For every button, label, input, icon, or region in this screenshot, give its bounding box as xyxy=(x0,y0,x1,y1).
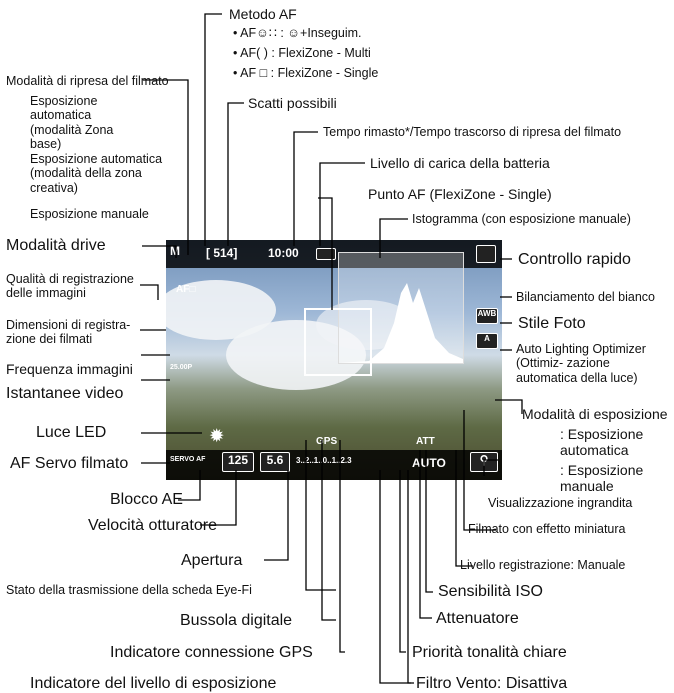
picture-style-icon: A xyxy=(476,333,498,349)
label-video-snapshot: Istantanee video xyxy=(6,385,124,402)
label-af-option-2: • AF( ) : FlexiZone - Multi xyxy=(233,46,371,60)
label-af-option-3: • AF □ : FlexiZone - Single xyxy=(233,66,379,80)
label-iso: Sensibilità ISO xyxy=(438,583,543,600)
movie-mode-icon: M xyxy=(170,244,180,258)
label-compass: Bussola digitale xyxy=(180,612,293,629)
exposure-scale: 3..2..1..0..1..2.3 xyxy=(296,456,352,465)
shutter-speed: 125 xyxy=(222,452,254,472)
white-balance-icon: AWB xyxy=(476,308,498,324)
label-movie-mode: Modalità di ripresa del filmato xyxy=(6,74,169,88)
label-exposure-indicator: Indicatore del livello di esposizione xyxy=(30,675,277,692)
shots-remaining: [ 514] xyxy=(206,246,238,260)
label-histogram: Istogramma (con esposizione manuale) xyxy=(412,212,631,226)
label-dimensions: Dimensioni di registra- zione dei filmat… xyxy=(6,318,131,347)
af-point-box xyxy=(304,308,372,376)
label-mode-b: Esposizione automatica (modalità della z… xyxy=(30,152,163,195)
label-aperture: Apertura xyxy=(181,552,243,569)
label-exposure-auto: : Esposizione automatica xyxy=(560,426,644,459)
label-drive: Modalità drive xyxy=(6,237,106,254)
label-miniature: Filmato con effetto miniatura xyxy=(468,522,626,536)
label-battery: Livello di carica della batteria xyxy=(370,155,550,171)
label-ae-lock: Blocco AE xyxy=(110,491,183,508)
gps-icon: GPS xyxy=(316,436,338,447)
led-icon: ✹ xyxy=(210,428,224,445)
attenuator-icon: ATT xyxy=(416,436,435,447)
label-attenuator: Attenuatore xyxy=(436,610,519,627)
label-time: Tempo rimasto*/Tempo trascorso di ripres… xyxy=(323,125,622,139)
label-highlight-priority: Priorità tonalità chiare xyxy=(412,644,567,661)
live-view-screen: M [ 514] 10:00 AF□ AWB A 25.00P ✹ GPS AT… xyxy=(166,240,502,480)
aperture-value: 5.6 xyxy=(260,452,290,472)
label-quality: Qualità di registrazione delle immagini xyxy=(6,272,134,301)
histogram xyxy=(338,252,464,364)
label-picture-style: Stile Foto xyxy=(518,315,586,332)
servo-af-icon: SERVO AF xyxy=(170,456,206,463)
frame-rate-icon: 25.00P xyxy=(170,364,193,371)
label-exposure-manual: : Esposizione manuale xyxy=(560,462,644,495)
label-gps: Indicatore connessione GPS xyxy=(110,644,313,661)
quick-control-icon xyxy=(476,245,496,263)
label-af-method: Metodo AF xyxy=(229,6,297,22)
label-led: Luce LED xyxy=(36,424,107,441)
label-frame-rate: Frequenza immagini xyxy=(6,361,133,377)
label-mode-m: Esposizione manuale xyxy=(30,207,149,221)
label-shots: Scatti possibili xyxy=(248,95,337,111)
label-quick-control: Controllo rapido xyxy=(518,251,631,268)
label-af-option-1: • AF☺∷ : ☺+Inseguim. xyxy=(233,26,362,40)
label-alo: Auto Lighting Optimizer (Ottimiz- zazion… xyxy=(516,342,646,385)
label-mode-a: Esposizione automatica (modalità Zona ba… xyxy=(30,94,114,152)
label-white-balance: Bilanciamento del bianco xyxy=(516,290,655,304)
label-recording-level: Livello registrazione: Manuale xyxy=(460,558,626,572)
label-wind-filter: Filtro Vento: Disattiva xyxy=(416,675,568,692)
label-eyefi: Stato della trasmissione della scheda Ey… xyxy=(6,583,252,597)
label-magnify: Visualizzazione ingrandita xyxy=(488,496,633,510)
label-servo-af: AF Servo filmato xyxy=(10,455,129,472)
af-method-icon: AF□ xyxy=(176,284,196,295)
battery-icon xyxy=(316,248,336,260)
record-time: 10:00 xyxy=(268,246,299,260)
label-exposure-mode: Modalità di esposizione xyxy=(522,406,668,422)
label-shutter: Velocità otturatore xyxy=(88,517,217,534)
label-af-point: Punto AF (FlexiZone - Single) xyxy=(368,186,552,202)
